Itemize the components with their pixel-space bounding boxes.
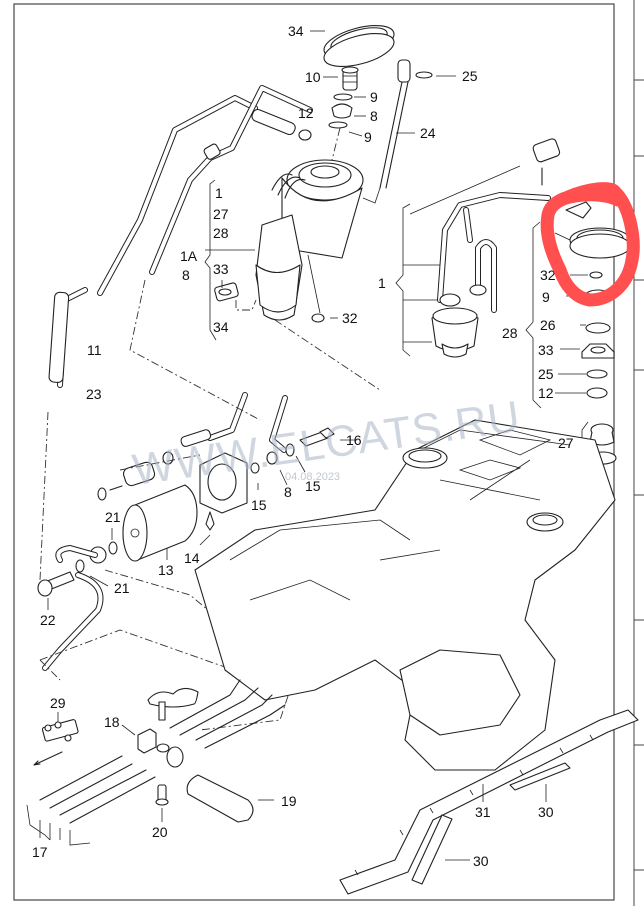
screw-14 (205, 511, 215, 531)
clamp-12 (298, 129, 312, 141)
callout-20: 20 (152, 824, 168, 840)
callout-32: 32 (540, 267, 556, 283)
washer-15-a (285, 443, 295, 457)
banjo-bolt-22 (37, 571, 75, 597)
callout-14: 14 (184, 550, 200, 566)
washer-9 (333, 93, 353, 101)
callout-9: 9 (370, 89, 378, 105)
side-table-edge (633, 0, 644, 906)
clip-18 (137, 728, 184, 768)
fuel-tank (194, 419, 616, 771)
callout-13: 13 (158, 562, 174, 578)
group-item-28: 28 (213, 225, 229, 241)
callout-24: 24 (420, 125, 436, 141)
filter-bracket (199, 452, 248, 514)
callout-1A: 1A (180, 248, 198, 264)
callout-11: 11 (87, 342, 102, 358)
washer-15-b (250, 462, 260, 474)
callout-28: 28 (502, 325, 518, 341)
annotation-circle (540, 182, 640, 307)
cover-19 (186, 774, 254, 823)
fuel-pump-module-1A (255, 159, 364, 323)
bolt-16 (299, 427, 335, 447)
vent-hoses (48, 85, 313, 388)
callout-27: 27 (558, 435, 574, 451)
callout-25: 25 (462, 68, 478, 84)
callout-15: 15 (305, 478, 321, 494)
callout-12: 12 (538, 385, 554, 401)
banjo-21 (55, 545, 107, 564)
pad-30-b (411, 814, 453, 885)
pad-30-a (509, 762, 571, 791)
callout-30: 30 (538, 804, 554, 820)
callout-12: 12 (298, 105, 314, 121)
callout-9: 9 (364, 129, 372, 145)
clip (565, 201, 592, 219)
connector-29 (41, 719, 79, 742)
banjo-8 (331, 103, 353, 119)
callout-8: 8 (370, 108, 378, 124)
fuel-lines-mid (162, 392, 288, 465)
callout-34: 34 (213, 319, 229, 335)
strap-31 (339, 709, 639, 895)
callout-19: 19 (281, 793, 297, 809)
gasket-ring-large (569, 227, 631, 259)
callout-17: 17 (32, 844, 48, 860)
o-ring-25 (415, 71, 433, 79)
callout-9: 9 (542, 289, 550, 305)
callout-18: 18 (104, 714, 120, 730)
callout-8: 8 (284, 484, 292, 500)
mount-33-right (581, 343, 615, 359)
bolt-20 (155, 784, 169, 806)
fuel-pump-assembly-1 (431, 138, 561, 358)
callout-34: 34 (288, 23, 304, 39)
date-stamp: 04.08.2023 (285, 471, 340, 483)
callout-33: 33 (213, 261, 229, 277)
callout-26: 26 (540, 317, 556, 333)
group-item-1: 1 (215, 185, 223, 201)
clamp-12-right (586, 387, 608, 399)
fuel-filter-13 (122, 484, 198, 562)
callout-21: 21 (114, 580, 130, 596)
callout-25: 25 (538, 366, 554, 382)
stud-nut (147, 687, 199, 721)
callout-22: 22 (40, 612, 56, 628)
o-ring-32 (589, 271, 603, 279)
callout-29: 29 (50, 695, 66, 711)
callout-1: 1 (378, 275, 386, 291)
callout-30: 30 (473, 853, 489, 869)
valve-10 (341, 66, 359, 91)
callout-21: 21 (105, 509, 121, 525)
callout-16: 16 (346, 432, 362, 448)
fuel-lines-17 (39, 679, 286, 824)
banjo-8-mid (266, 451, 278, 465)
mount-33-left (214, 282, 239, 302)
callout-23: 23 (86, 386, 102, 402)
callout-31: 31 (475, 804, 491, 820)
sealing-ring-34 (323, 25, 395, 67)
callout-15: 15 (251, 497, 267, 513)
group-item-27: 27 (213, 206, 229, 222)
callout-10: 10 (305, 69, 321, 85)
ring-25-right (586, 369, 608, 379)
callout-8: 8 (182, 267, 190, 283)
level-sender-24 (362, 59, 411, 204)
callout-labels: 34 10 25 9 12 8 9 24 1 27 28 1A 8 33 34 … (32, 23, 574, 869)
callout-32: 32 (342, 310, 358, 326)
diagram-frame (13, 3, 615, 901)
seal-26 (585, 322, 611, 334)
callout-33: 33 (538, 342, 554, 358)
washer-21-a (108, 541, 118, 555)
